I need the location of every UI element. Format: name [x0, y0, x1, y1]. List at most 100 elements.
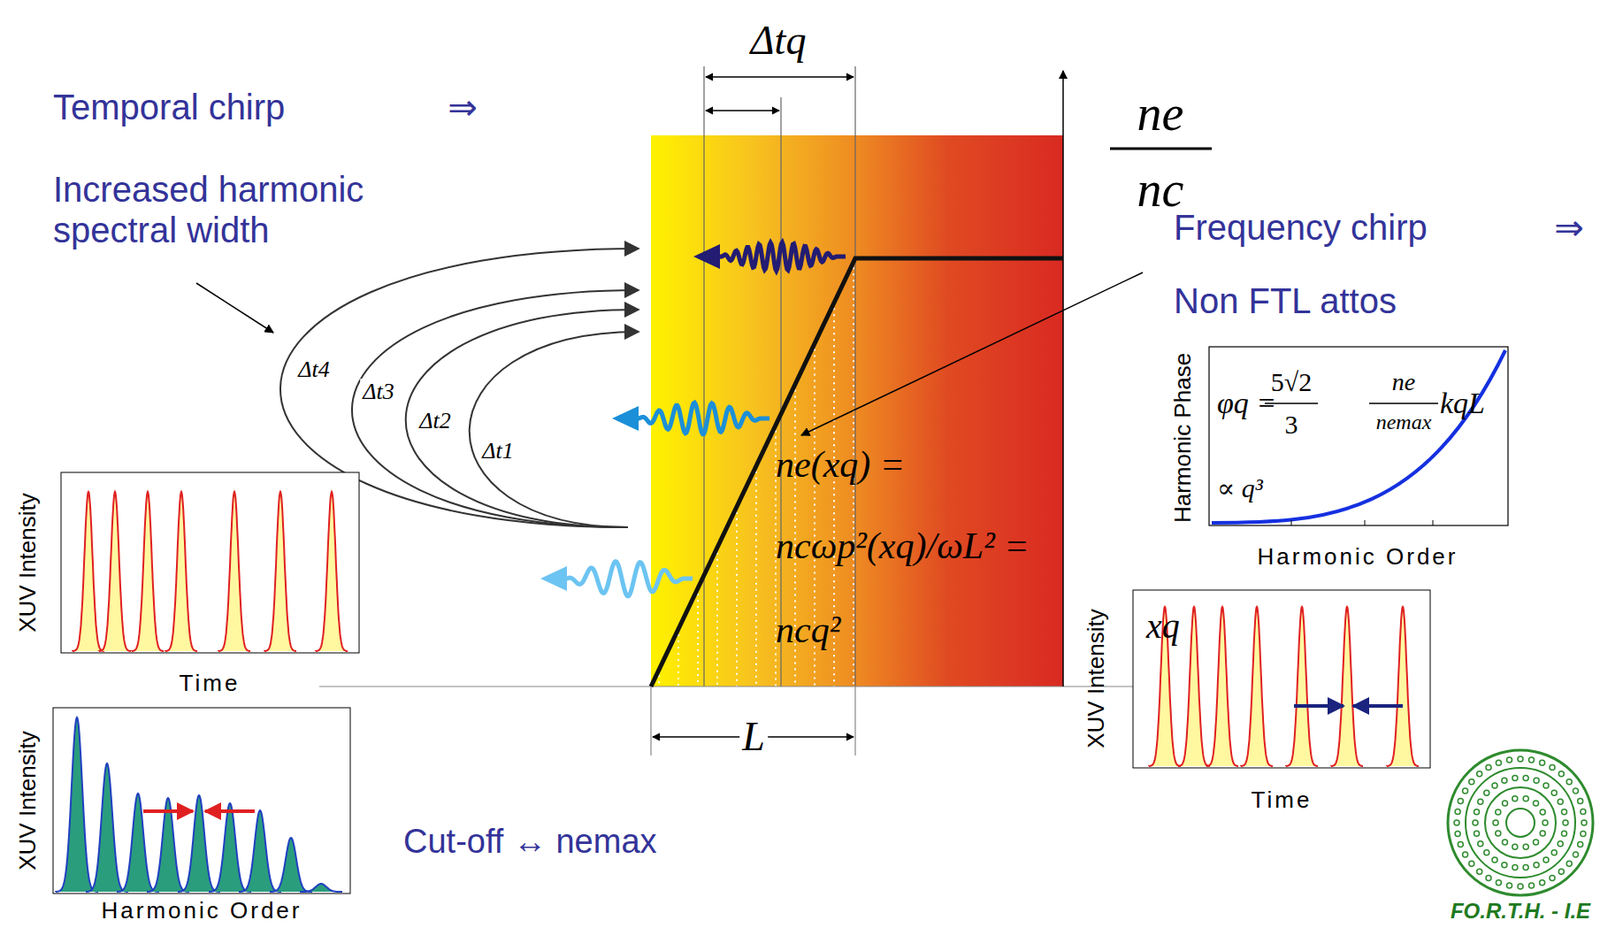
logo-glyph: [1457, 797, 1463, 804]
logo-glyph: [1484, 849, 1490, 856]
note: Frequency chirp: [1173, 206, 1428, 248]
axis-label: XUV Intensity: [15, 730, 42, 871]
peak: [315, 491, 348, 651]
logo-glyph: [1581, 819, 1587, 826]
peak: [208, 803, 252, 892]
formula-bars: [1264, 402, 1439, 405]
logo-glyph: [1462, 851, 1469, 858]
logo-glyph: [1539, 759, 1546, 766]
peak: [269, 837, 313, 892]
logo-glyph: [1551, 789, 1557, 796]
peak: [72, 491, 105, 651]
peak: [264, 491, 297, 651]
delay-label: Δt4: [295, 356, 332, 383]
logo-glyph: [1517, 756, 1524, 762]
logo-glyph: [1533, 800, 1539, 806]
logo-glyph: [1501, 862, 1508, 868]
logo-glyph: [1477, 771, 1483, 777]
logo-glyph: [1580, 809, 1586, 815]
peak: [85, 763, 129, 892]
logo-glyph: [1523, 843, 1529, 850]
phase-plot-frame: [1209, 346, 1509, 526]
logo-glyph: [1492, 819, 1499, 826]
logo-glyph: [1580, 831, 1586, 837]
pulse-head: [540, 566, 567, 591]
delay-label: Δt3: [359, 378, 397, 406]
peak: [1178, 606, 1210, 766]
time-guides: [704, 66, 856, 687]
logo-glyph: [1507, 757, 1513, 763]
density-dot-line: [696, 593, 699, 687]
logo: [1447, 750, 1593, 896]
note: Increased harmonic spectral width: [53, 168, 425, 251]
logo-glyph: [1484, 789, 1490, 796]
logo-glyph: [1454, 809, 1461, 815]
phase-curve: [1211, 350, 1506, 523]
logo-glyph: [1474, 809, 1480, 815]
logo-glyph: [1533, 839, 1539, 845]
pulse-wave: [712, 242, 846, 271]
density-dot-line: [735, 512, 738, 687]
formula: ne: [1392, 367, 1416, 397]
formula: ncq²: [775, 608, 841, 651]
logo-glyph: [1561, 830, 1568, 836]
logo-glyph: [1577, 842, 1584, 848]
implies-symbol: ⇒: [447, 86, 478, 128]
logo-glyph: [1549, 765, 1555, 771]
logo-glyph: [1474, 830, 1480, 836]
peak: [116, 793, 160, 892]
logo-glyph: [1492, 857, 1498, 863]
logo-glyph: [1539, 830, 1546, 836]
formula: nemax: [1376, 410, 1432, 436]
pulse-wave: [631, 402, 770, 435]
density-profile: [650, 258, 1064, 687]
dimension-label: Δtq: [750, 17, 807, 65]
logo-glyph: [1549, 874, 1555, 881]
logo-glyph: [1557, 798, 1563, 804]
dt-dimension: [705, 76, 854, 77]
logo-glyph: [1495, 880, 1501, 886]
logo-glyph: [1495, 809, 1501, 815]
axis-label: XUV Intensity: [1083, 608, 1111, 749]
logo-glyph: [1492, 782, 1498, 789]
implies-symbol: ⇒: [1554, 206, 1585, 248]
time-plot-frame: [61, 472, 360, 653]
logo-glyph: [1529, 757, 1535, 763]
width-arrow: [205, 809, 255, 813]
axis-label: XUV Intensity: [15, 492, 42, 633]
logo-glyph: [1558, 771, 1564, 777]
peak: [1206, 606, 1239, 766]
logo-glyph: [1462, 788, 1469, 794]
logo-glyph: [1512, 843, 1518, 850]
logo-glyph: [1558, 868, 1564, 874]
axis-label: Harmonic Order: [1257, 543, 1459, 571]
logo-glyph: [1517, 883, 1524, 889]
logo-glyph: [1469, 860, 1475, 866]
logo-glyph: [1523, 865, 1529, 871]
logo-glyph: [1495, 759, 1501, 766]
peak: [165, 491, 198, 651]
logo-glyph: [1477, 841, 1484, 847]
delay-label: Δt1: [479, 437, 516, 465]
formula: ne(xq) =: [775, 443, 905, 486]
logo-glyph: [1512, 774, 1518, 781]
logo-glyph: [1572, 851, 1578, 858]
density-dot-line: [677, 634, 680, 687]
peak: [131, 491, 164, 651]
logo-glyph: [1454, 819, 1460, 826]
dimension-label: L: [739, 713, 768, 761]
density-dot-line: [658, 674, 660, 687]
delay-label: Δt2: [416, 407, 453, 435]
logo-glyph: [1523, 796, 1529, 802]
logo-glyph: [1551, 849, 1557, 856]
dt-dimension: [705, 109, 780, 111]
peak: [55, 717, 99, 892]
peak: [1240, 606, 1273, 766]
axis-label: ne: [1137, 84, 1185, 142]
logo-glyph: [1457, 842, 1463, 848]
logo-glyph: [1562, 819, 1569, 826]
logo-glyph: [1502, 800, 1509, 806]
peak: [1386, 606, 1419, 766]
peaks: [55, 491, 1419, 892]
